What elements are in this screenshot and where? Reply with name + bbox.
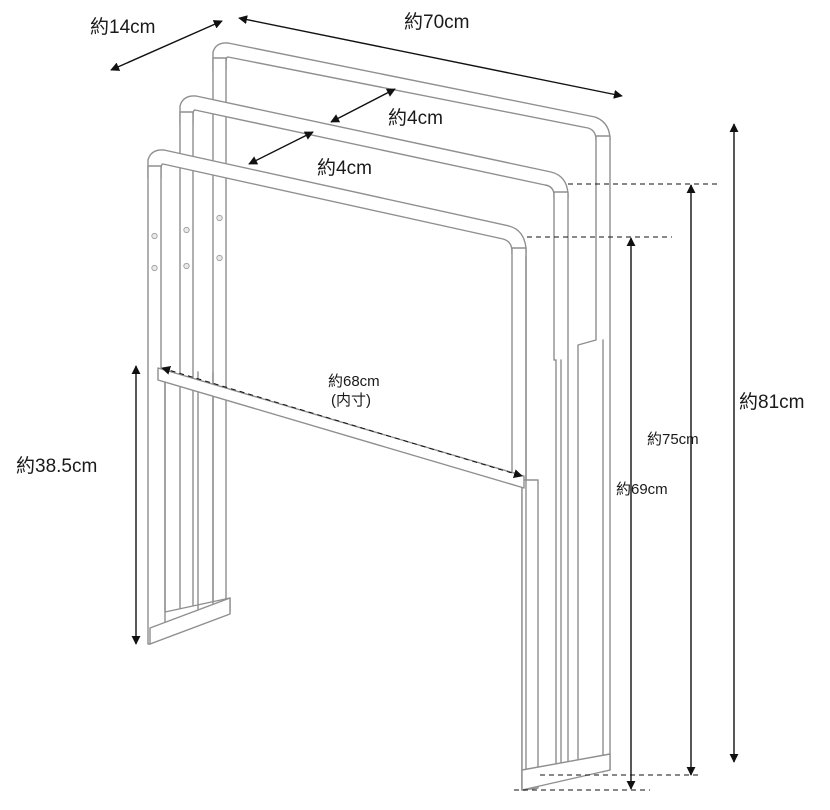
middle-height-label: 約75cm xyxy=(647,431,699,448)
inner-width-note: (内寸) xyxy=(331,392,371,409)
dimension-labels: 約14cm 約70cm 約4cm 約4cm 約68cm (内寸) 約38.5cm… xyxy=(16,11,804,498)
width-label: 約70cm xyxy=(404,11,469,33)
inner-width-label: 約68cm xyxy=(328,373,380,390)
dimension-lines xyxy=(110,15,739,791)
low-bar-height-label: 約38.5cm xyxy=(16,455,97,477)
width-dimension-line xyxy=(238,15,623,99)
front-height-label: 約69cm xyxy=(616,481,668,498)
depth-label: 約14cm xyxy=(90,16,155,38)
rail-gap-lower-label: 約4cm xyxy=(317,157,372,179)
rail-gap-upper-line xyxy=(330,88,396,123)
rail-gap-upper-label: 約4cm xyxy=(388,107,443,129)
rail-gap-lower-line xyxy=(248,131,314,165)
total-height-label: 約81cm xyxy=(739,391,804,413)
depth-dimension-line xyxy=(110,20,223,71)
